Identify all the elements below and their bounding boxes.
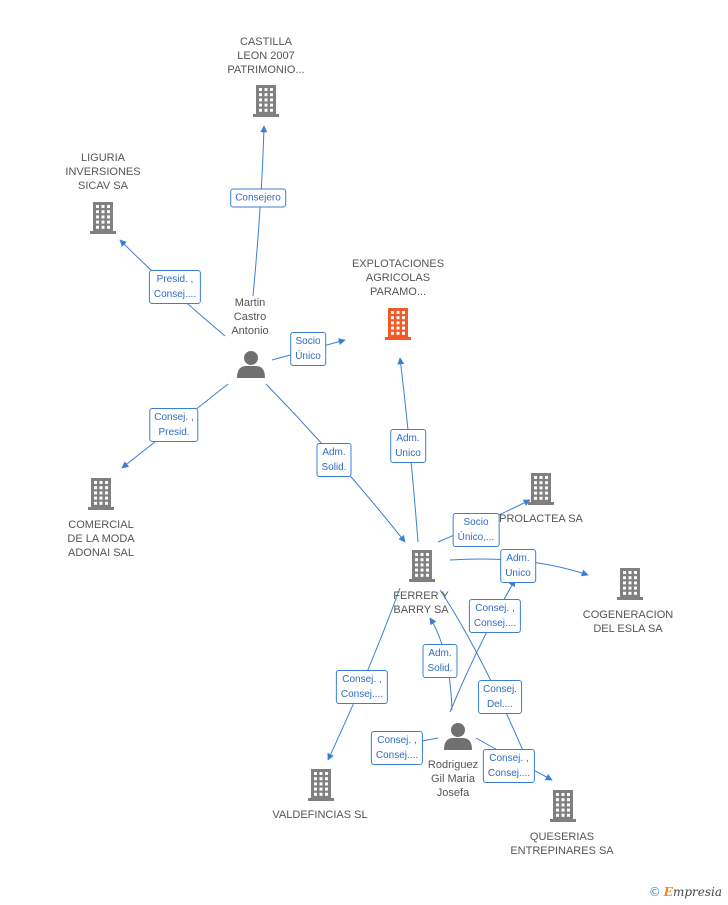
building-icon[interactable] [617,568,643,600]
node-label-prolactea[interactable]: PROLACTEA SA [499,513,583,525]
brand-name: mpresia [672,885,722,899]
building-icon[interactable] [550,790,576,822]
edge-label[interactable]: Consej. ,Consej.... [482,749,536,783]
edge-label[interactable]: Adm.Solid. [422,644,458,678]
building-icon[interactable] [308,769,334,801]
person-icon[interactable] [444,723,472,750]
edge-label[interactable]: Adm.Unico [500,549,536,583]
building-icon[interactable] [88,478,114,510]
edge-ferrer-to-queserias [439,589,528,761]
building-icon[interactable] [409,550,435,582]
copyright-symbol: © [648,885,661,899]
edge-label[interactable]: Consej. ,Consej.... [468,599,522,633]
edge-label[interactable]: Presid. ,Consej.... [148,270,202,304]
edge-label[interactable]: Consej. ,Consej.... [335,670,389,704]
node-label-valdefincias[interactable]: VALDEFINCIAS SL [272,809,368,821]
edge-rodriguez-to-prolactea [449,579,516,713]
building-icon[interactable] [385,308,411,340]
edge-label[interactable]: Consejero [230,188,286,208]
edge-martin-to-castilla [252,125,268,297]
edge-label[interactable]: Adm.Unico [390,429,426,463]
edge-label[interactable]: Consej. ,Consej.... [370,731,424,765]
building-icon[interactable] [90,202,116,234]
person-icon[interactable] [237,351,265,378]
edge-label[interactable]: Consej. ,Presid. [149,408,199,442]
building-icon[interactable] [253,85,279,117]
edge-label[interactable]: Adm.Solid. [316,443,352,477]
brand-logo: ©Empresia [649,885,722,899]
brand-initial: E [663,885,673,899]
edge-label[interactable]: Consej.Del.... [478,680,522,714]
building-icon[interactable] [528,473,554,505]
